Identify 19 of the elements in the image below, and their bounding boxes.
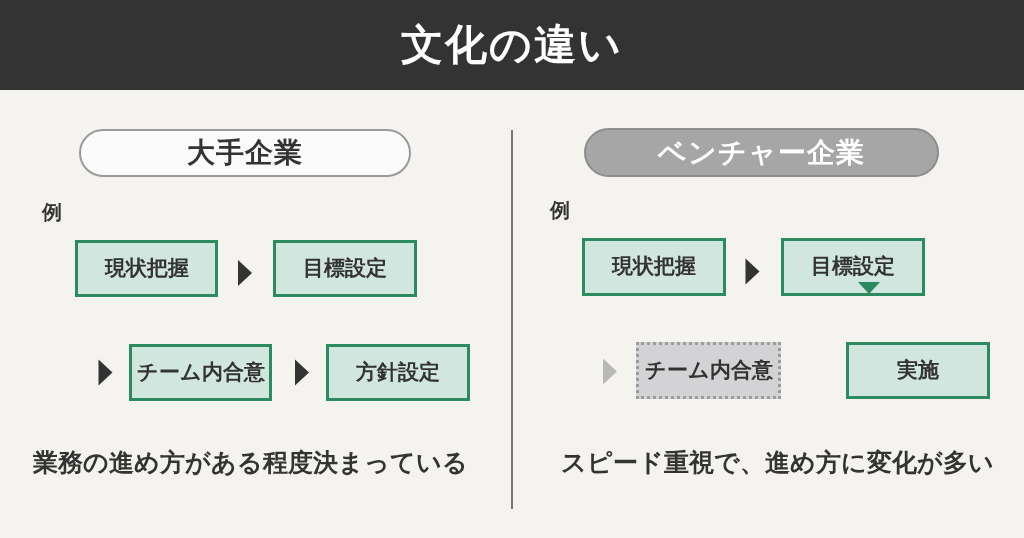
arrow — [745, 258, 760, 285]
step-box: 目標設定 — [781, 238, 925, 296]
arrow — [603, 358, 617, 385]
arrow — [295, 359, 309, 386]
example-label: 例 — [42, 200, 62, 224]
step-box: 現状把握 — [75, 240, 218, 297]
summary-text: スピード重視で、進め方に変化が多い — [561, 448, 994, 478]
dashed-step-box: チーム内合意 — [636, 342, 781, 399]
heading-pill: ベンチャー企業 — [584, 128, 939, 177]
heading-pill: 大手企業 — [79, 129, 411, 177]
step-box: 目標設定 — [273, 240, 417, 297]
arrow — [98, 359, 113, 386]
step-box: 実施 — [846, 342, 990, 399]
step-box: 方針設定 — [326, 344, 470, 401]
example-label: 例 — [550, 198, 570, 222]
step-box: チーム内合意 — [129, 344, 272, 401]
summary-text: 業務の進め方がある程度決まっている — [33, 448, 468, 478]
step-box: 現状把握 — [582, 238, 726, 296]
title: 文化の違い — [401, 19, 623, 71]
